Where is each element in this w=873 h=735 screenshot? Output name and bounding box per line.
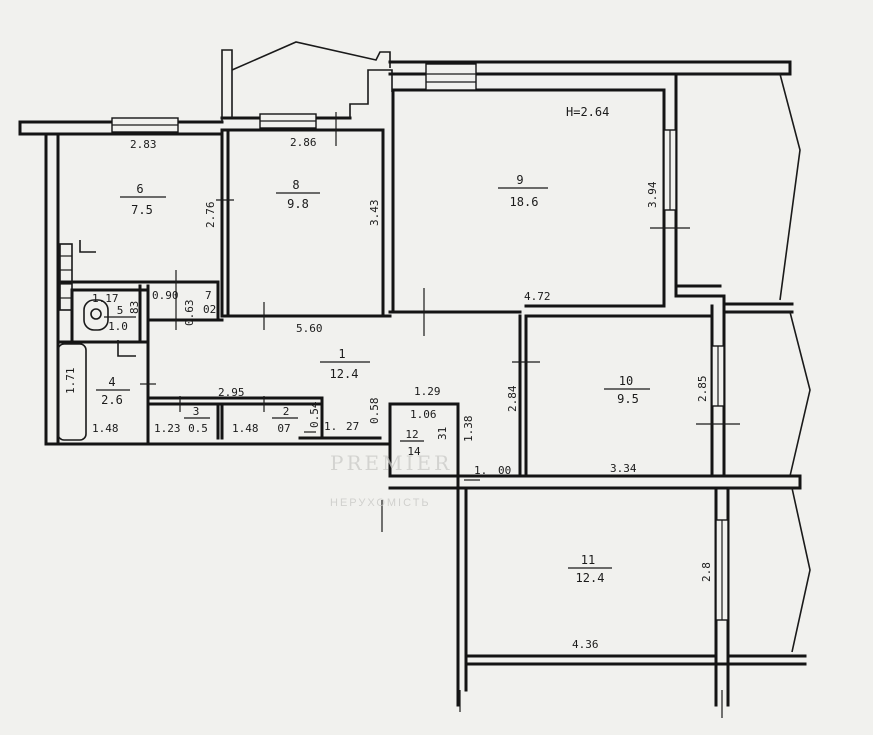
dim-27: 27 bbox=[346, 420, 359, 433]
room-6-number: 6 bbox=[136, 182, 143, 196]
dim-1-38: 1.38 bbox=[462, 416, 475, 443]
dim-3-94: 3.94 bbox=[646, 181, 659, 208]
watermark: PREMIER НЕРУХОМІСТЬ bbox=[330, 451, 452, 509]
room-1-area: 12.4 bbox=[330, 367, 359, 381]
dim-1-left: 1. bbox=[324, 420, 337, 433]
dim-5-60: 5.60 bbox=[296, 322, 323, 335]
room-11-area: 12.4 bbox=[576, 571, 605, 585]
watermark-brand: PREMIER bbox=[330, 451, 452, 475]
ceiling-height-label: H=2.64 bbox=[566, 105, 609, 119]
room-9-area: 18.6 bbox=[510, 195, 539, 209]
dim-2-85: 2.85 bbox=[696, 376, 709, 403]
dim-7: 7 bbox=[205, 289, 212, 302]
room-2-area: 07 bbox=[277, 422, 290, 435]
room-5-area: 1.0 bbox=[108, 320, 128, 333]
dim-2-95: 2.95 bbox=[218, 386, 245, 399]
room-5-number: 5 bbox=[117, 304, 124, 317]
room-2-number: 2 bbox=[283, 405, 290, 418]
dim-2-8: 2.8 bbox=[700, 562, 713, 582]
toilet-icon bbox=[83, 299, 109, 331]
dim-1-29: 1.29 bbox=[414, 385, 441, 398]
fixtures bbox=[57, 240, 136, 441]
room-8-area: 9.8 bbox=[287, 197, 309, 211]
dim-00: 00 bbox=[498, 464, 511, 477]
dim-4-36: 4.36 bbox=[572, 638, 599, 651]
dim-4-72: 4.72 bbox=[524, 290, 551, 303]
dim-0-63: 0.63 bbox=[183, 300, 196, 327]
dim-02: 02 bbox=[203, 303, 216, 316]
room-11-number: 11 bbox=[581, 553, 595, 567]
dim-2-83: 2.83 bbox=[130, 138, 157, 151]
room-4-area: 2.6 bbox=[101, 393, 123, 407]
room-12-area: 14 bbox=[407, 445, 421, 458]
dim-1-71: 1.71 bbox=[64, 368, 77, 395]
dim-0-54: 0.54 bbox=[308, 401, 321, 428]
dim-1-23: 1.23 bbox=[154, 422, 181, 435]
room-9-number: 9 bbox=[516, 173, 523, 187]
bathtub-icon bbox=[57, 343, 87, 441]
room-6-area: 7.5 bbox=[131, 203, 153, 217]
room-labels: 6 7.5 8 9.8 9 18.6 5 1.0 1 12.4 4 2.6 3 … bbox=[96, 173, 650, 585]
dim-2-76: 2.76 bbox=[204, 202, 217, 229]
room-3-area: 0.5 bbox=[188, 422, 208, 435]
dim-1-door: 1. bbox=[474, 464, 487, 477]
room-4-number: 4 bbox=[108, 375, 115, 389]
dim-31: 31 bbox=[436, 427, 449, 440]
dim-3-43: 3.43 bbox=[368, 200, 381, 227]
dimension-ticks bbox=[140, 112, 740, 718]
room-10-area: 9.5 bbox=[617, 392, 639, 406]
room-3-number: 3 bbox=[193, 405, 200, 418]
room-8-number: 8 bbox=[292, 178, 299, 192]
room-12-number: 12 bbox=[405, 428, 418, 441]
room-10-number: 10 bbox=[619, 374, 633, 388]
sink-icon bbox=[59, 243, 73, 311]
dimension-labels: 2.83 2.86 2.76 3.43 3.94 4.72 1.17 0.90 … bbox=[64, 136, 713, 651]
dim-2-84: 2.84 bbox=[506, 385, 519, 412]
dim-1-48-bath: 1.48 bbox=[92, 422, 119, 435]
dim-1-48-closet: 1.48 bbox=[232, 422, 259, 435]
dim-1-17: 1.17 bbox=[92, 292, 119, 305]
dim-83: 83 bbox=[128, 301, 141, 314]
windows bbox=[111, 63, 729, 621]
dim-0-58: 0.58 bbox=[368, 398, 381, 425]
dim-1-06: 1.06 bbox=[410, 408, 437, 421]
dim-2-86: 2.86 bbox=[290, 136, 317, 149]
dim-3-34: 3.34 bbox=[610, 462, 637, 475]
room-1-number: 1 bbox=[338, 347, 345, 361]
watermark-tagline: НЕРУХОМІСТЬ bbox=[330, 497, 431, 509]
dim-0-90: 0.90 bbox=[152, 289, 179, 302]
